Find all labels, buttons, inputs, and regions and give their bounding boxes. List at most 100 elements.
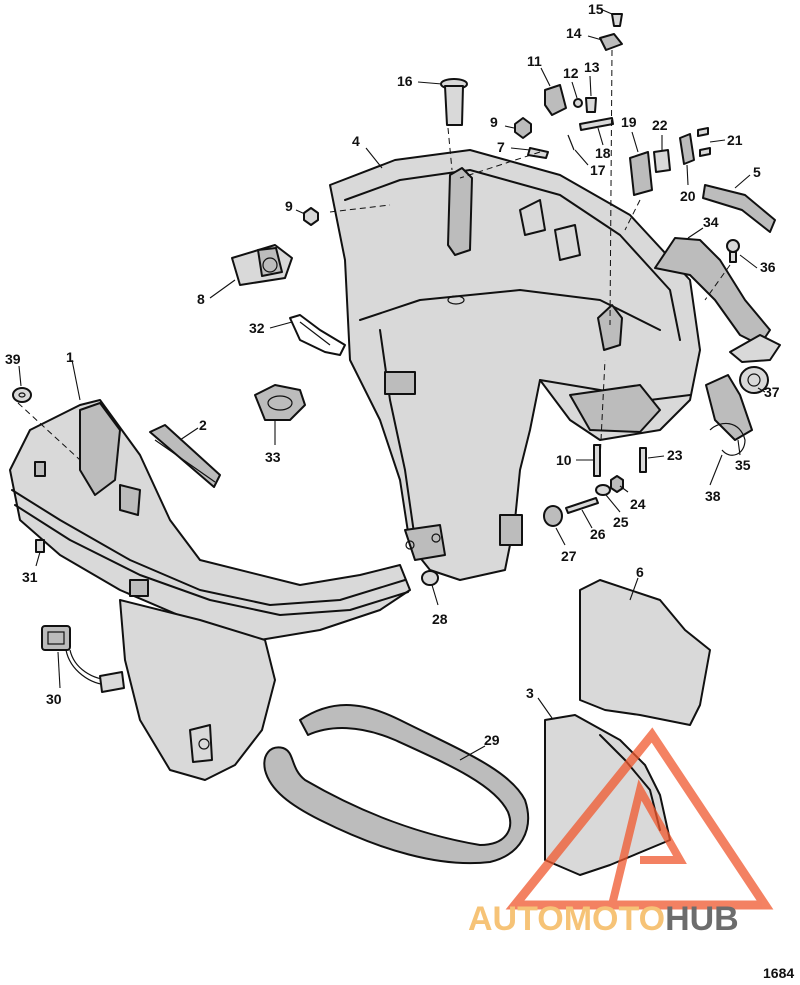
callout-label: 3 xyxy=(526,685,534,701)
callout-label: 11 xyxy=(527,53,542,69)
part-latch-8 xyxy=(231,244,293,286)
callout-label: 37 xyxy=(764,384,780,400)
callout-labels: 15 14 16 11 12 13 9 19 22 21 7 18 17 20 … xyxy=(5,1,780,761)
callout-28: 28 xyxy=(431,584,448,627)
callout-34: 34 xyxy=(687,214,719,239)
callout-25: 25 xyxy=(605,494,629,530)
svg-text:AUTOMOTOHUB: AUTOMOTOHUB xyxy=(468,900,739,938)
watermark-prefix: AUTOMOTO xyxy=(468,900,665,938)
callout-label: 2 xyxy=(199,417,207,433)
callout-label: 39 xyxy=(5,351,21,367)
callout-label: 38 xyxy=(705,488,721,504)
callout-label: 13 xyxy=(584,59,600,75)
part-hardware-top xyxy=(303,13,711,226)
callout-label: 5 xyxy=(753,164,761,180)
callout-label: 36 xyxy=(760,259,776,275)
callout-33: 33 xyxy=(265,420,281,465)
callout-label: 21 xyxy=(727,132,743,148)
callout-label: 12 xyxy=(563,65,579,81)
part-trim-5 xyxy=(702,184,776,233)
callout-label: 35 xyxy=(735,457,751,473)
callout-39: 39 xyxy=(5,351,22,387)
callout-8: 8 xyxy=(197,279,236,307)
part-rear-fittings xyxy=(705,366,769,456)
callout-14: 14 xyxy=(566,25,603,41)
callout-6: 6 xyxy=(629,564,644,601)
callout-label: 15 xyxy=(588,1,604,17)
callout-label: 24 xyxy=(630,496,646,512)
part-seal-2 xyxy=(149,424,221,488)
callout-27: 27 xyxy=(555,527,577,564)
callout-label: 9 xyxy=(285,198,293,214)
callout-30: 30 xyxy=(46,651,62,707)
callout-23: 23 xyxy=(647,447,683,463)
callout-label: 23 xyxy=(667,447,683,463)
callout-21: 21 xyxy=(709,132,743,148)
callout-label: 33 xyxy=(265,449,281,465)
callout-7: 7 xyxy=(497,139,531,155)
callout-label: 27 xyxy=(561,548,577,564)
callout-label: 6 xyxy=(636,564,644,580)
watermark-inner-mark-icon xyxy=(608,779,687,906)
callout-label: 30 xyxy=(46,691,62,707)
part-bracket-32 xyxy=(289,314,346,356)
callout-10: 10 xyxy=(556,452,594,468)
part-bolt-36 xyxy=(726,239,740,263)
watermark-suffix: HUB xyxy=(665,900,739,938)
callout-13: 13 xyxy=(584,59,600,97)
callout-label: 28 xyxy=(432,611,448,627)
callout-label: 8 xyxy=(197,291,205,307)
callout-label: 14 xyxy=(566,25,582,41)
callout-label: 31 xyxy=(22,569,38,585)
callout-label: 4 xyxy=(352,133,360,149)
part-washer-39 xyxy=(12,387,32,403)
callout-label: 22 xyxy=(652,117,668,133)
callout-5: 5 xyxy=(734,164,761,189)
callout-9b: 9 xyxy=(285,198,306,215)
watermark-logo: AUTOMOTOHUB xyxy=(468,727,774,938)
callout-label: 19 xyxy=(621,114,637,130)
callout-22: 22 xyxy=(652,117,668,150)
part-grommet-33 xyxy=(254,384,306,421)
callout-24: 24 xyxy=(619,485,646,512)
part-hardware-lower xyxy=(35,444,647,586)
part-pin-16 xyxy=(440,78,468,126)
part-side-cover-34 xyxy=(654,237,781,363)
part-bottom-cowl-4 xyxy=(329,149,701,581)
callout-35: 35 xyxy=(735,439,751,473)
callout-label: 10 xyxy=(556,452,572,468)
callout-32: 32 xyxy=(249,320,293,336)
document-number: 1684 xyxy=(763,965,794,981)
callout-15: 15 xyxy=(588,1,613,17)
callout-label: 7 xyxy=(497,139,505,155)
callout-label: 1 xyxy=(66,349,74,365)
callout-12: 12 xyxy=(563,65,579,99)
callout-29: 29 xyxy=(459,732,500,761)
callout-label: 18 xyxy=(595,145,611,161)
part-panel-6 xyxy=(579,579,711,726)
callout-20: 20 xyxy=(680,164,696,204)
callout-9a: 9 xyxy=(490,114,515,130)
callout-3: 3 xyxy=(526,685,553,719)
callout-17: 17 xyxy=(574,149,606,178)
part-front-cowl-1 xyxy=(9,399,411,781)
callout-4: 4 xyxy=(352,133,383,169)
callout-label: 26 xyxy=(590,526,606,542)
callout-18: 18 xyxy=(595,127,611,161)
callout-36: 36 xyxy=(739,254,776,275)
callout-label: 34 xyxy=(703,214,719,230)
callout-19: 19 xyxy=(621,114,639,153)
callout-1: 1 xyxy=(66,349,81,401)
part-seal-loop-29 xyxy=(263,704,530,865)
callout-26: 26 xyxy=(581,509,606,542)
callout-37: 37 xyxy=(757,384,780,400)
callout-label: 32 xyxy=(249,320,265,336)
callout-label: 25 xyxy=(613,514,629,530)
callout-label: 16 xyxy=(397,73,413,89)
callout-11: 11 xyxy=(527,53,551,87)
alignment-lines xyxy=(17,49,731,461)
watermark-triangle-icon xyxy=(505,727,774,910)
callout-16: 16 xyxy=(397,73,443,89)
